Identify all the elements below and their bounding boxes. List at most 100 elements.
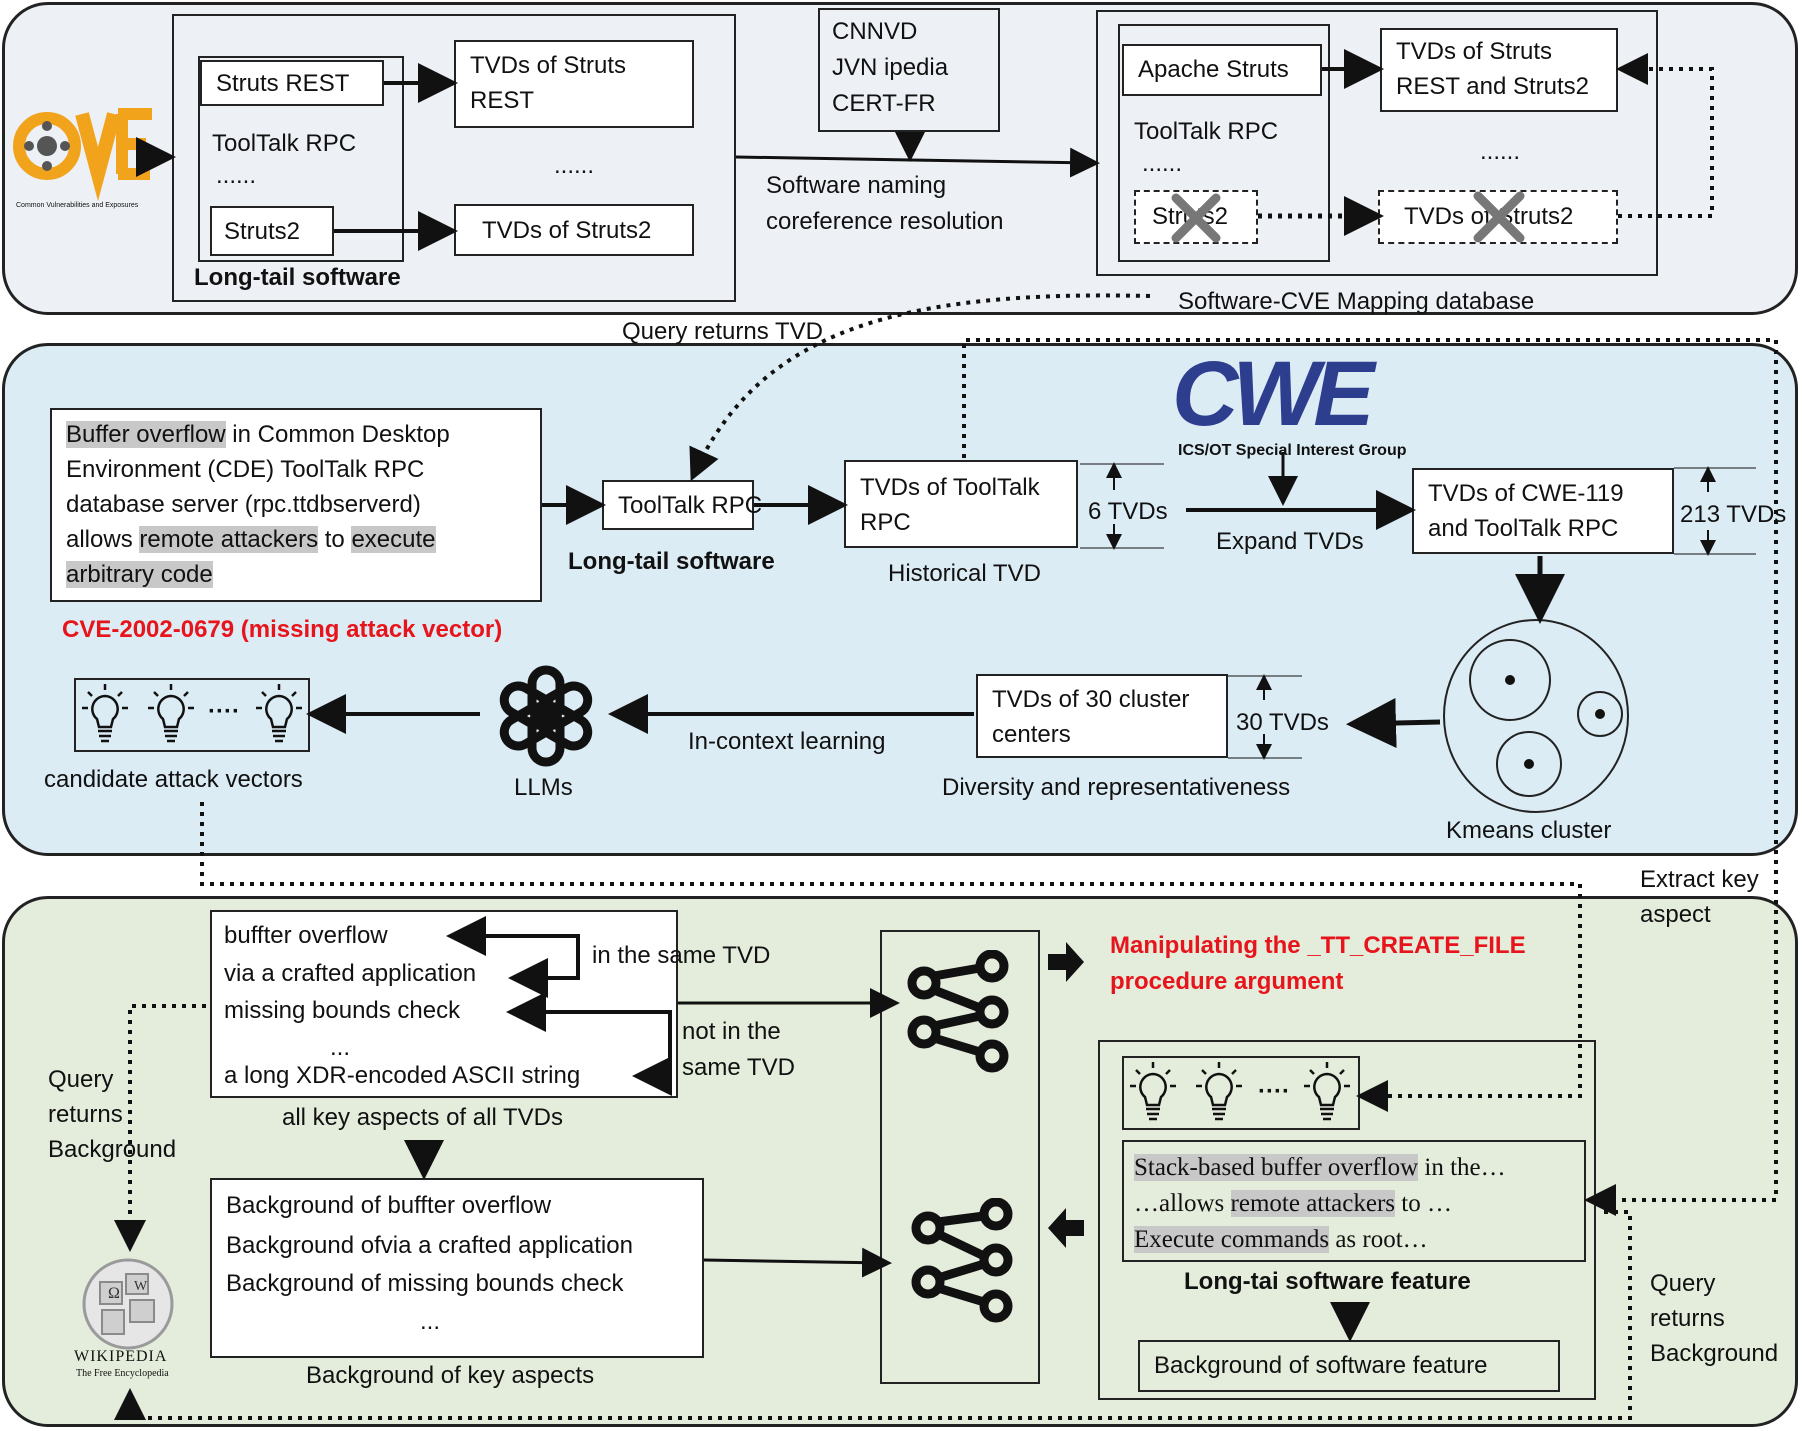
source-cnnvd: CNNVD [832, 18, 918, 45]
feature-line-2-rest: to … [1395, 1190, 1452, 1217]
struts-rest-box [200, 60, 384, 106]
feature-bg-label: Background of software feature [1154, 1352, 1488, 1379]
lightbulb-icon [80, 684, 130, 748]
extract-label-1: Extract key [1640, 866, 1759, 893]
historical-count: 6 TVDs [1088, 498, 1168, 525]
long-tail-caption: Long-tail software [194, 264, 401, 291]
query-left-3: Background [48, 1136, 177, 1163]
right-arrow-icon [1046, 940, 1086, 984]
cve-desc-line3: database server (rpc.ttdbserverd) [66, 491, 421, 518]
feature-line-3-rest: as root… [1329, 1226, 1428, 1253]
lightbulb-icon [1194, 1062, 1244, 1126]
background-1: Background of buffter overflow [226, 1192, 552, 1219]
cluster-centers-label: TVDs of 30 cluster centers [992, 686, 1190, 748]
mapping-tooltalk-label: ToolTalk RPC [1134, 118, 1279, 145]
result-line-1: Manipulating the _TT_CREATE_FILE [1110, 932, 1526, 959]
tvd-struts-rest-label: TVDs of Struts REST [470, 52, 627, 114]
left-arrow-icon [1046, 1206, 1086, 1250]
aspect-3: missing bounds check [224, 997, 461, 1024]
historical-tvd-label: TVDs of ToolTalk RPC [860, 474, 1040, 536]
cve-logo-caption: Common Vulnerabilities and Exposures [16, 202, 139, 209]
share-graph-icon-top [906, 949, 1014, 1074]
cve-desc-line2: Environment (CDE) ToolTalk RPC [66, 456, 425, 483]
result-line-2: procedure argument [1110, 968, 1344, 995]
highlight-execute: execute [351, 526, 436, 553]
cve-desc-line1-rest: in Common Desktop [225, 421, 450, 448]
tooltalk-label: ToolTalk RPC [212, 130, 357, 157]
same-tvd-label: in the same TVD [592, 942, 771, 969]
highlight-arbitrary-code: arbitrary code [66, 561, 213, 588]
cve-desc-line4: allows remote attackers to execute [66, 522, 436, 557]
icl-label: In-context learning [688, 728, 886, 755]
cve-desc-line1: Buffer overflow in Common Desktop [66, 417, 450, 452]
apache-struts-box [1122, 44, 1322, 96]
feature-line-3: Execute commands as root… [1134, 1222, 1428, 1257]
query-left-2: returns [48, 1101, 123, 1128]
cve-id-label: CVE-2002-0679 (missing attack vector) [62, 616, 503, 643]
openai-llm-icon [490, 660, 602, 772]
background-2: Background ofvia a crafted application [226, 1232, 633, 1259]
tvd-merged-label: TVDs of Struts REST and Struts2 [1396, 38, 1589, 100]
cwe-logo-text: CWE [1172, 343, 1375, 445]
highlight-execute-commands: Execute commands [1134, 1226, 1330, 1253]
highlight-remote-attackers-2: remote attackers [1230, 1190, 1396, 1217]
query-returns-tvd: Query returns TVD [622, 318, 823, 345]
lightbulb-icon [1302, 1062, 1352, 1126]
not-same-tvd-2: same TVD [682, 1054, 795, 1081]
cve-desc-to: to [318, 526, 352, 553]
mapping-ellipsis: ...... [1142, 150, 1183, 177]
candidate-dots: ···· [208, 698, 240, 725]
tvd-ellipsis: ...... [554, 152, 595, 179]
tvd-merged-box [1380, 28, 1618, 112]
aspect-2: via a crafted application [224, 960, 477, 987]
feature-line-2: …allows remote attackers to … [1134, 1186, 1452, 1221]
query-right-2: returns [1650, 1305, 1725, 1332]
cwe-logo-subtitle: ICS/OT Special Interest Group [1178, 442, 1407, 459]
query-left-1: Query [48, 1066, 114, 1093]
query-right-3: Background [1650, 1340, 1779, 1367]
backgrounds-caption: Background of key aspects [306, 1362, 595, 1389]
highlight-remote-attackers: remote attackers [139, 526, 319, 553]
long-tail-list-box [198, 56, 404, 262]
aspects-caption: all key aspects of all TVDs [282, 1104, 564, 1131]
apache-struts-label: Apache Struts [1138, 56, 1289, 83]
extract-label-2: aspect [1640, 901, 1711, 928]
cwe-tvds-label: TVDs of CWE-119 and ToolTalk RPC [1428, 480, 1624, 542]
feature-line-1: Stack-based buffer overflow in the… [1134, 1150, 1506, 1185]
tvd-removed-box [1378, 190, 1618, 244]
tvd-struts-rest-box [454, 40, 694, 128]
feature-line-1-rest: in the… [1418, 1154, 1506, 1181]
kmeans-cluster-icon [1442, 618, 1630, 814]
long-tail-caption-2: Long-tail software [568, 548, 775, 575]
lightbulb-icon [254, 684, 304, 748]
resolution-label-1: Software naming [766, 172, 947, 199]
mapping-tvd-ellipsis: ...... [1480, 138, 1521, 165]
feature-dots: ···· [1258, 1078, 1290, 1105]
struts2-label: Struts2 [224, 218, 301, 245]
not-same-tvd-1: not in the [682, 1018, 781, 1045]
lightbulb-icon [146, 684, 196, 748]
cluster-centers-count: 30 TVDs [1236, 709, 1329, 736]
highlight-buffer-overflow: Buffer overflow [66, 421, 226, 448]
share-graph-icon-bottom [910, 1197, 1018, 1324]
mapping-struts2-box [1134, 190, 1258, 244]
cve-logo-icon: Common Vulnerabilities and Exposures [12, 96, 152, 216]
expand-tvds-label: Expand TVDs [1216, 528, 1364, 555]
cve-desc-line5: arbitrary code [66, 557, 213, 592]
cross-icon-tvd [1472, 190, 1526, 244]
source-certfr: CERT-FR [832, 90, 936, 117]
query-right-1: Query [1650, 1270, 1716, 1297]
background-ellipsis: ... [420, 1308, 441, 1335]
kmeans-caption: Kmeans cluster [1446, 817, 1612, 844]
svg-text:Ω: Ω [108, 1285, 120, 1302]
lightbulb-icon [1128, 1062, 1178, 1126]
cross-icon-struts2 [1170, 192, 1222, 244]
tooltalk-box-label: ToolTalk RPC [618, 492, 763, 519]
source-jvn: JVN ipedia [832, 54, 949, 81]
feature-line-2-start: …allows [1134, 1190, 1231, 1217]
mapping-list-box [1118, 24, 1330, 262]
background-3: Background of missing bounds check [226, 1270, 624, 1297]
aspect-1: buffter overflow [224, 922, 388, 949]
wikipedia-name: WIKIPEDIA [74, 1348, 168, 1365]
cwe-tvds-count: 213 TVDs [1680, 501, 1787, 528]
